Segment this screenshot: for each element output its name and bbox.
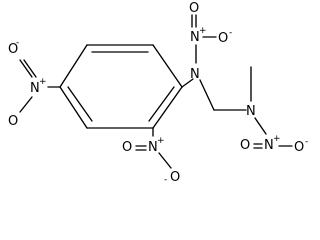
- benzene-ring: [59, 44, 183, 129]
- atom-label-o: O: [294, 140, 304, 155]
- ring-double-bond: [148, 86, 175, 122]
- charge-label: -: [164, 175, 167, 185]
- charge-label: -: [229, 28, 232, 38]
- atom-label-o: O: [240, 138, 250, 153]
- charge-label: +: [157, 136, 165, 146]
- atom-label-n: N: [30, 81, 40, 96]
- atom-label-n: N: [190, 67, 200, 82]
- para-nitro-group: N + O - O: [8, 38, 61, 129]
- charge-label: -: [16, 38, 19, 48]
- bond: [254, 117, 267, 135]
- atom-label-o: O: [8, 114, 18, 129]
- atom-label-n: N: [264, 138, 274, 153]
- n-nitroamino-group: N N + O O -: [181, 1, 232, 88]
- bond: [199, 79, 215, 111]
- atom-label-o: O: [189, 1, 199, 16]
- ring-bond: [152, 44, 183, 88]
- charge-label: +: [39, 77, 47, 87]
- atom-label-n: N: [246, 104, 256, 119]
- bond: [158, 152, 172, 169]
- ring-bond: [59, 44, 88, 88]
- molecule-structure-diagram: N + O - O N + O O - N N + O O -: [8, 1, 308, 185]
- charge-label: +: [199, 26, 207, 36]
- atom-label-o: O: [170, 170, 180, 185]
- ortho-nitro-group: N + O O -: [122, 127, 180, 185]
- methylene-linker: [199, 79, 247, 111]
- charge-label: -: [305, 137, 308, 147]
- ring-bond: [59, 86, 88, 129]
- ring-bond: [152, 86, 183, 129]
- bond: [23, 59, 37, 78]
- atom-label-o: O: [8, 42, 18, 57]
- ring-double-bond: [67, 86, 93, 122]
- bond: [19, 96, 33, 113]
- charge-label: +: [273, 134, 281, 144]
- atom-label-n: N: [190, 30, 200, 45]
- atom-label-n: N: [148, 140, 158, 155]
- atom-label-o: O: [218, 31, 228, 46]
- bond: [19, 59, 33, 78]
- bond: [181, 78, 194, 88]
- atom-label-o: O: [122, 140, 132, 155]
- n-methyl-nitroamino-group: N N + O O -: [240, 66, 308, 155]
